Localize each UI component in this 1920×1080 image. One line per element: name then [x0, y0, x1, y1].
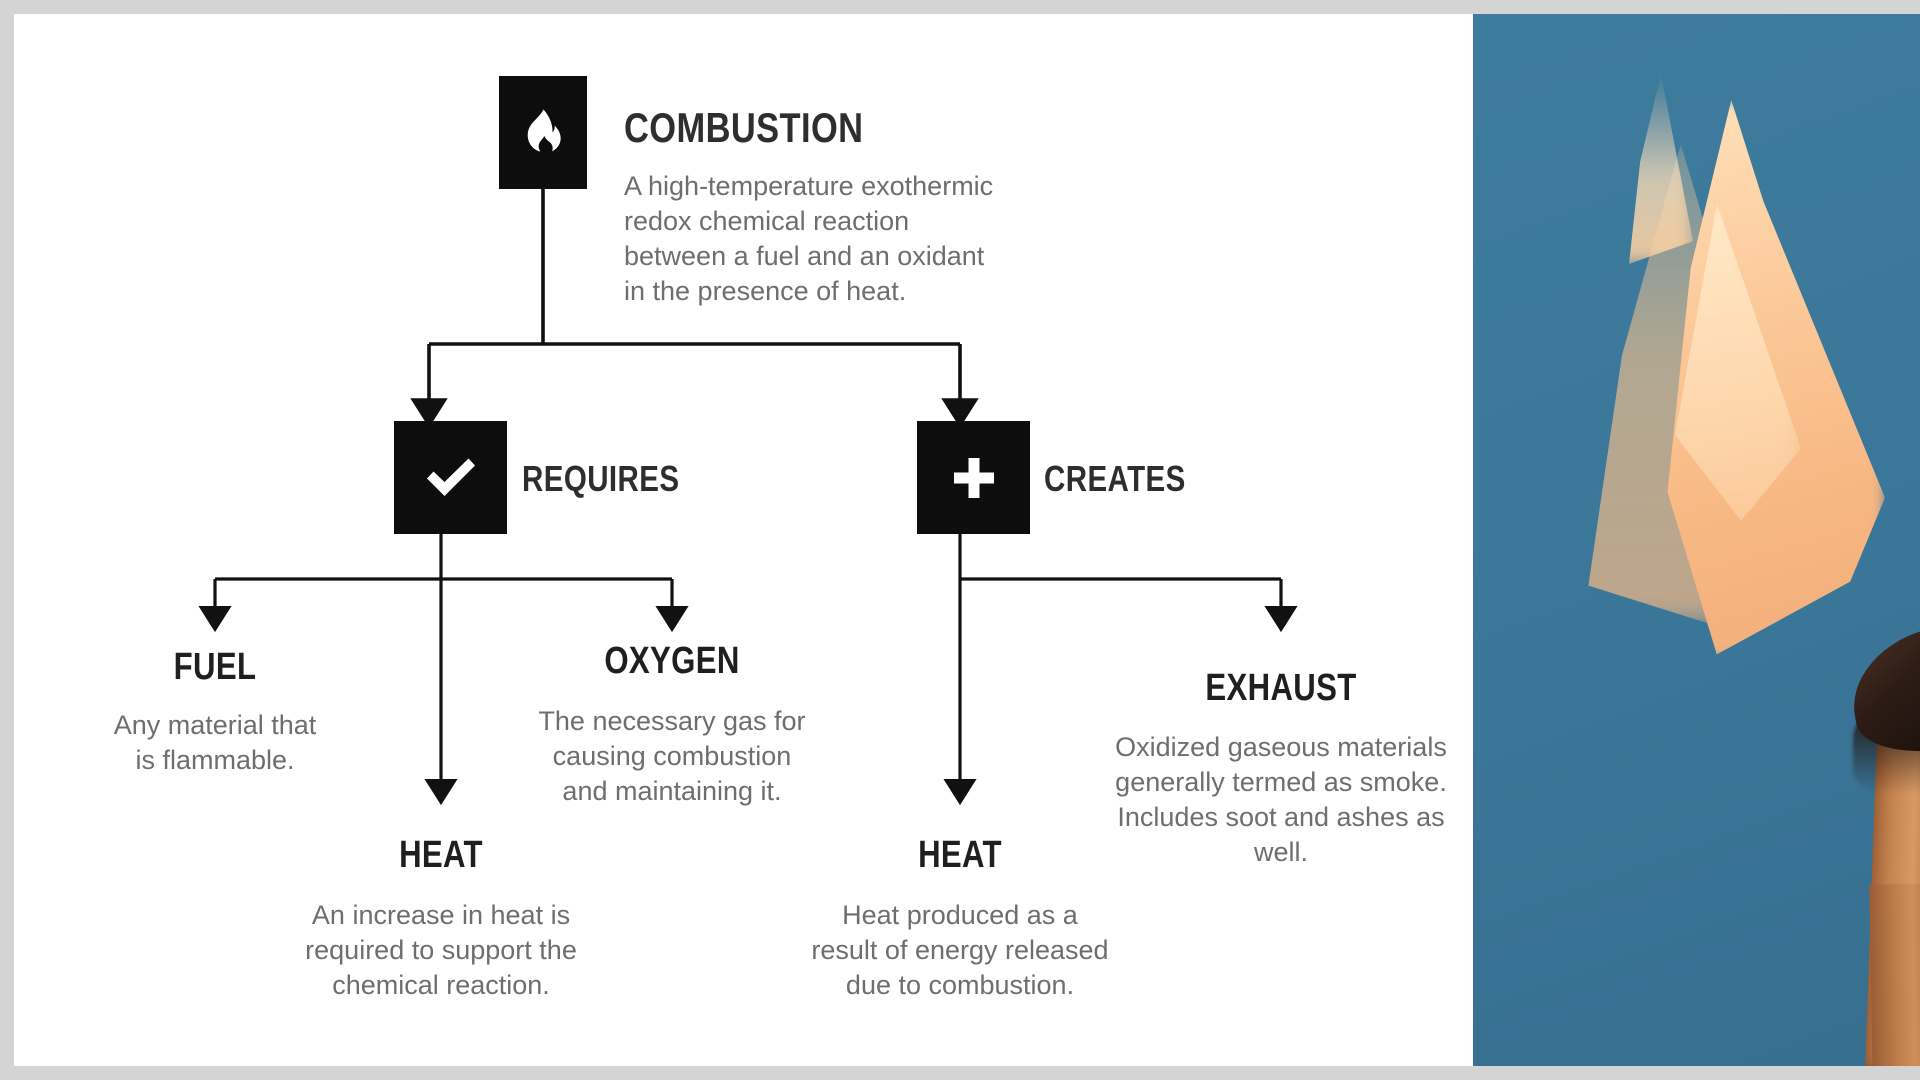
desc-line: due to combustion. [845, 970, 1075, 1001]
desc-line: in the presence of heat. [624, 276, 907, 307]
requires-title: REQUIRES [522, 458, 680, 499]
flame-icon [521, 108, 565, 158]
exhaust-description: Oxidized gaseous materials generally ter… [1106, 730, 1456, 870]
heat-requires-title: HEAT [399, 834, 483, 876]
creates-icon-box [917, 421, 1030, 534]
desc-line: An increase in heat is [311, 900, 571, 930]
heat-requires-description: An increase in heat is required to suppo… [286, 898, 596, 1003]
desc-line: result of energy released [811, 935, 1109, 966]
diagram-panel: COMBUSTION A high-temperature exothermic… [14, 14, 1473, 1066]
matchstick-photo [1473, 14, 1920, 1066]
desc-line: generally termed as smoke. [1115, 767, 1447, 798]
requires-icon-box [394, 421, 507, 534]
desc-line: and maintaining it. [562, 776, 782, 807]
desc-line: A high-temperature exothermic [624, 171, 994, 201]
desc-line: Any material that [113, 710, 317, 740]
desc-line: Includes soot and ashes as [1117, 802, 1445, 833]
exhaust-title: EXHAUST [1205, 667, 1357, 709]
fuel-description: Any material that is flammable. [75, 708, 355, 778]
match-stick-base [1869, 883, 1920, 1066]
heat-creates-title: HEAT [918, 834, 1002, 876]
desc-line: chemical reaction. [332, 970, 550, 1001]
oxygen-title: OXYGEN [604, 640, 740, 682]
desc-line: The necessary gas for [538, 706, 806, 736]
combustion-icon-box [499, 76, 587, 189]
desc-line: redox chemical reaction [624, 206, 910, 237]
combustion-description: A high-temperature exothermic redox chem… [624, 169, 1044, 309]
plus-icon [950, 454, 998, 502]
check-icon [423, 455, 479, 501]
heat-creates-description: Heat produced as a result of energy rele… [805, 898, 1115, 1003]
combustion-title: COMBUSTION [624, 104, 864, 151]
desc-line: Oxidized gaseous materials [1115, 732, 1447, 762]
fuel-title: FUEL [173, 646, 257, 688]
desc-line: well. [1253, 837, 1308, 868]
desc-line: is flammable. [135, 745, 295, 776]
desc-line: causing combustion [552, 741, 792, 772]
oxygen-description: The necessary gas for causing combustion… [522, 704, 822, 809]
desc-line: between a fuel and an oxidant [624, 241, 985, 272]
desc-line: Heat produced as a [842, 900, 1078, 930]
creates-title: CREATES [1044, 458, 1186, 499]
desc-line: required to support the [305, 935, 577, 966]
